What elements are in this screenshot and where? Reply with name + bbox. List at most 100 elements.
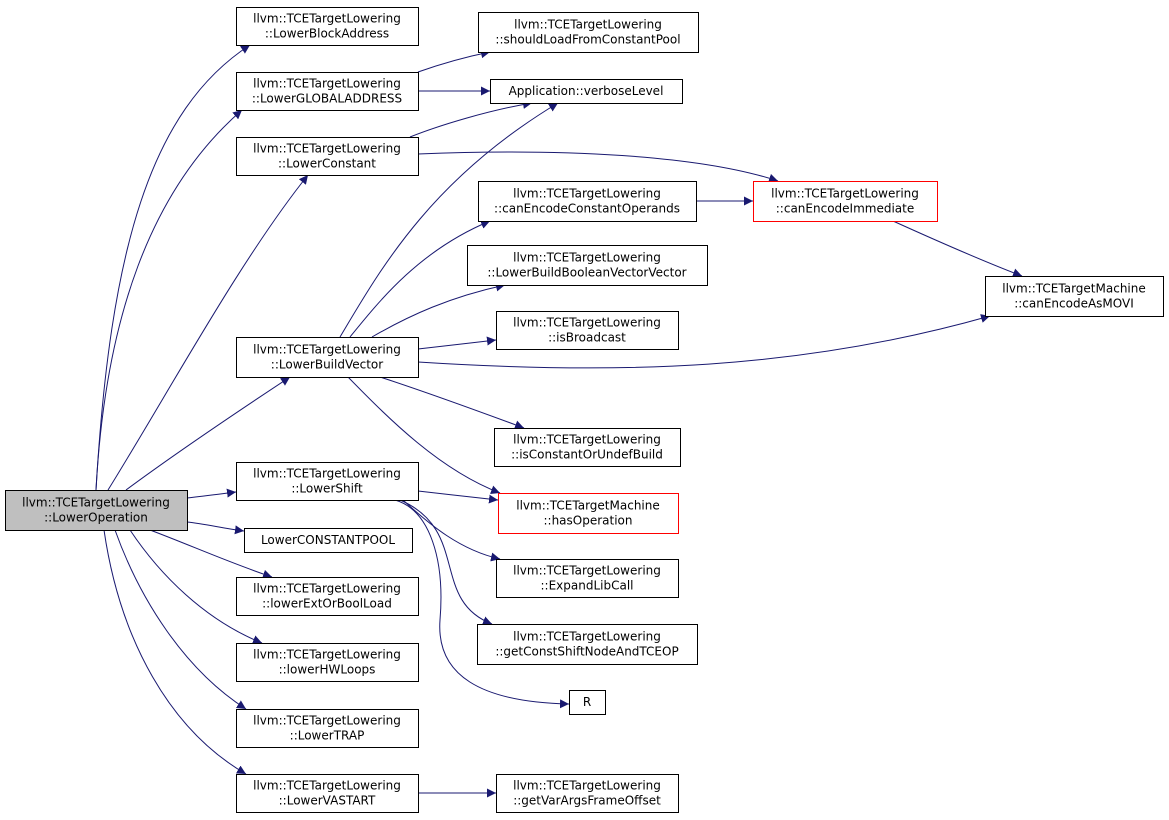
node-label-line: ::LowerBuildBooleanVectorVector xyxy=(487,266,686,280)
node-lower-constant[interactable]: llvm::TCETargetLowering::LowerConstant xyxy=(236,137,419,176)
node-label-line: llvm::TCETargetLowering xyxy=(253,77,401,91)
node-box xyxy=(236,137,419,176)
node-label-line: llvm::TCETargetMachine xyxy=(516,499,660,513)
node-label-line: ::shouldLoadFromConstantPool xyxy=(495,33,680,47)
node-can-encode-immediate[interactable]: llvm::TCETargetLowering::canEncodeImmedi… xyxy=(753,181,938,222)
node-lower-hw-loops[interactable]: llvm::TCETargetLowering::lowerHWLoops xyxy=(236,643,419,682)
node-box xyxy=(244,528,413,553)
node-box xyxy=(236,337,419,378)
node-label-line: R xyxy=(583,695,591,709)
edge-lower-build-vector-to-is-constant-or-undef-build xyxy=(379,376,525,430)
node-box xyxy=(236,643,419,682)
edge-lower-global-address-to-should-load-from-constant-pool xyxy=(417,49,491,73)
node-label-line: ::LowerBuildVector xyxy=(271,358,383,372)
node-label-line: llvm::TCETargetLowering xyxy=(253,343,401,357)
edge-lower-operation-to-lower-shift xyxy=(186,488,237,499)
node-r[interactable]: R xyxy=(569,690,606,715)
edge-lower-operation-to-lower-vastart xyxy=(103,529,247,775)
edge-lower-operation-to-lower-constantpool xyxy=(186,521,245,535)
node-lower-shift[interactable]: llvm::TCETargetLowering::LowerShift xyxy=(236,462,419,501)
node-label-line: llvm::TCETargetLowering xyxy=(513,630,661,644)
edge-lower-operation-to-lower-block-address xyxy=(95,44,251,491)
node-is-constant-or-undef-build[interactable]: llvm::TCETargetLowering::isConstantOrUnd… xyxy=(494,428,681,467)
edge-lower-build-vector-to-verbose-level xyxy=(339,102,559,338)
node-label-line: ::LowerConstant xyxy=(278,157,376,171)
node-box xyxy=(236,577,419,616)
node-label-line: ::isBroadcast xyxy=(548,331,626,345)
edge-lower-shift-to-expand-lib-call xyxy=(402,499,501,562)
node-box xyxy=(494,428,681,467)
node-label-line: ::canEncodeImmediate xyxy=(776,202,914,216)
node-label-line: ::getVarArgsFrameOffset xyxy=(513,794,661,808)
node-box xyxy=(236,7,419,46)
node-label-line: llvm::TCETargetLowering xyxy=(514,18,662,32)
node-expand-lib-call[interactable]: llvm::TCETargetLowering::ExpandLibCall xyxy=(496,559,679,598)
edge-lower-build-vector-to-can-encode-as-movi xyxy=(417,314,991,369)
node-label-line: ::isConstantOrUndefBuild xyxy=(511,448,663,462)
node-label-line: llvm::TCETargetLowering xyxy=(253,648,401,662)
node-box xyxy=(496,559,679,598)
node-is-broadcast[interactable]: llvm::TCETargetLowering::isBroadcast xyxy=(496,311,679,350)
node-label-line: llvm::TCETargetLowering xyxy=(513,564,661,578)
node-label-line: llvm::TCETargetLowering xyxy=(513,433,661,447)
edge-lower-build-vector-to-has-operation xyxy=(347,376,501,494)
node-lower-build-boolean-vector-vector[interactable]: llvm::TCETargetLowering::LowerBuildBoole… xyxy=(467,245,708,286)
node-lower-ext-or-bool-load[interactable]: llvm::TCETargetLowering::lowerExtOrBoolL… xyxy=(236,577,419,616)
node-label-line: llvm::TCETargetLowering xyxy=(22,496,170,510)
node-lower-build-vector[interactable]: llvm::TCETargetLowering::LowerBuildVecto… xyxy=(236,337,419,378)
edge-lower-build-vector-to-can-encode-constant-operands xyxy=(349,220,491,338)
node-label-line: llvm::TCETargetMachine xyxy=(1002,282,1146,296)
node-verbose-level[interactable]: Application::verboseLevel xyxy=(490,79,683,104)
nodes: llvm::TCETargetLowering::LowerOperationl… xyxy=(5,7,1164,813)
node-has-operation[interactable]: llvm::TCETargetMachine::hasOperation xyxy=(498,493,679,534)
node-label-line: llvm::TCETargetLowering xyxy=(253,142,401,156)
node-lower-trap[interactable]: llvm::TCETargetLowering::LowerTRAP xyxy=(236,709,419,748)
edges xyxy=(95,44,1023,798)
node-label-line: ::LowerGLOBALADDRESS xyxy=(252,92,402,106)
edge-lower-operation-to-lower-build-vector xyxy=(125,376,291,491)
node-label-line: ::canEncodeConstantOperands xyxy=(494,202,680,216)
edge-lower-shift-to-r xyxy=(394,499,570,709)
edge-lower-build-vector-to-is-broadcast xyxy=(417,336,497,350)
node-box xyxy=(236,709,419,748)
node-label-line: ::LowerShift xyxy=(291,482,363,496)
node-label-line: ::lowerHWLoops xyxy=(279,663,376,677)
node-box xyxy=(478,12,699,53)
node-lower-constantpool[interactable]: LowerCONSTANTPOOL xyxy=(244,528,413,553)
node-label-line: LowerCONSTANTPOOL xyxy=(261,533,395,547)
node-label-line: ::LowerTRAP xyxy=(290,729,365,743)
edge-lower-constant-to-can-encode-immediate xyxy=(417,151,779,183)
edge-lower-operation-to-lower-global-address xyxy=(95,109,243,491)
node-label-line: llvm::TCETargetLowering xyxy=(253,714,401,728)
node-can-encode-as-movi[interactable]: llvm::TCETargetMachine::canEncodeAsMOVI xyxy=(985,276,1164,317)
node-box xyxy=(496,774,679,813)
node-label-line: llvm::TCETargetLowering xyxy=(513,779,661,793)
node-label-line: llvm::TCETargetLowering xyxy=(253,582,401,596)
node-lower-global-address[interactable]: llvm::TCETargetLowering::LowerGLOBALADDR… xyxy=(236,72,419,111)
node-box xyxy=(985,276,1164,317)
node-box xyxy=(753,181,938,222)
node-label-line: ::ExpandLibCall xyxy=(541,579,634,593)
edge-lower-shift-to-has-operation xyxy=(417,490,499,504)
node-box xyxy=(236,774,419,813)
node-lower-block-address[interactable]: llvm::TCETargetLowering::LowerBlockAddre… xyxy=(236,7,419,46)
edge-lower-shift-to-get-const-shift-node-and-tceop xyxy=(399,499,493,625)
node-label-line: llvm::TCETargetLowering xyxy=(253,467,401,481)
node-label-line: ::LowerOperation xyxy=(44,511,148,525)
node-get-const-shift-node-and-tceop[interactable]: llvm::TCETargetLowering::getConstShiftNo… xyxy=(477,624,698,665)
node-box xyxy=(490,79,683,104)
node-box xyxy=(478,181,697,222)
node-can-encode-constant-operands[interactable]: llvm::TCETargetLowering::canEncodeConsta… xyxy=(478,181,697,222)
node-label-line: ::lowerExtOrBoolLoad xyxy=(262,597,392,611)
node-should-load-from-constant-pool[interactable]: llvm::TCETargetLowering::shouldLoadFromC… xyxy=(478,12,699,53)
edge-lower-operation-to-lower-trap xyxy=(114,529,247,710)
edge-lower-operation-to-lower-ext-or-bool-load xyxy=(149,529,273,579)
node-box xyxy=(498,493,679,534)
node-label-line: ::canEncodeAsMOVI xyxy=(1014,297,1134,311)
node-get-var-args-frame-offset[interactable]: llvm::TCETargetLowering::getVarArgsFrame… xyxy=(496,774,679,813)
edge-lower-operation-to-lower-hw-loops xyxy=(129,529,263,644)
edge-can-encode-immediate-to-can-encode-as-movi xyxy=(892,220,1023,278)
node-lower-vastart[interactable]: llvm::TCETargetLowering::LowerVASTART xyxy=(236,774,419,813)
node-box xyxy=(5,490,188,531)
node-box xyxy=(236,72,419,111)
